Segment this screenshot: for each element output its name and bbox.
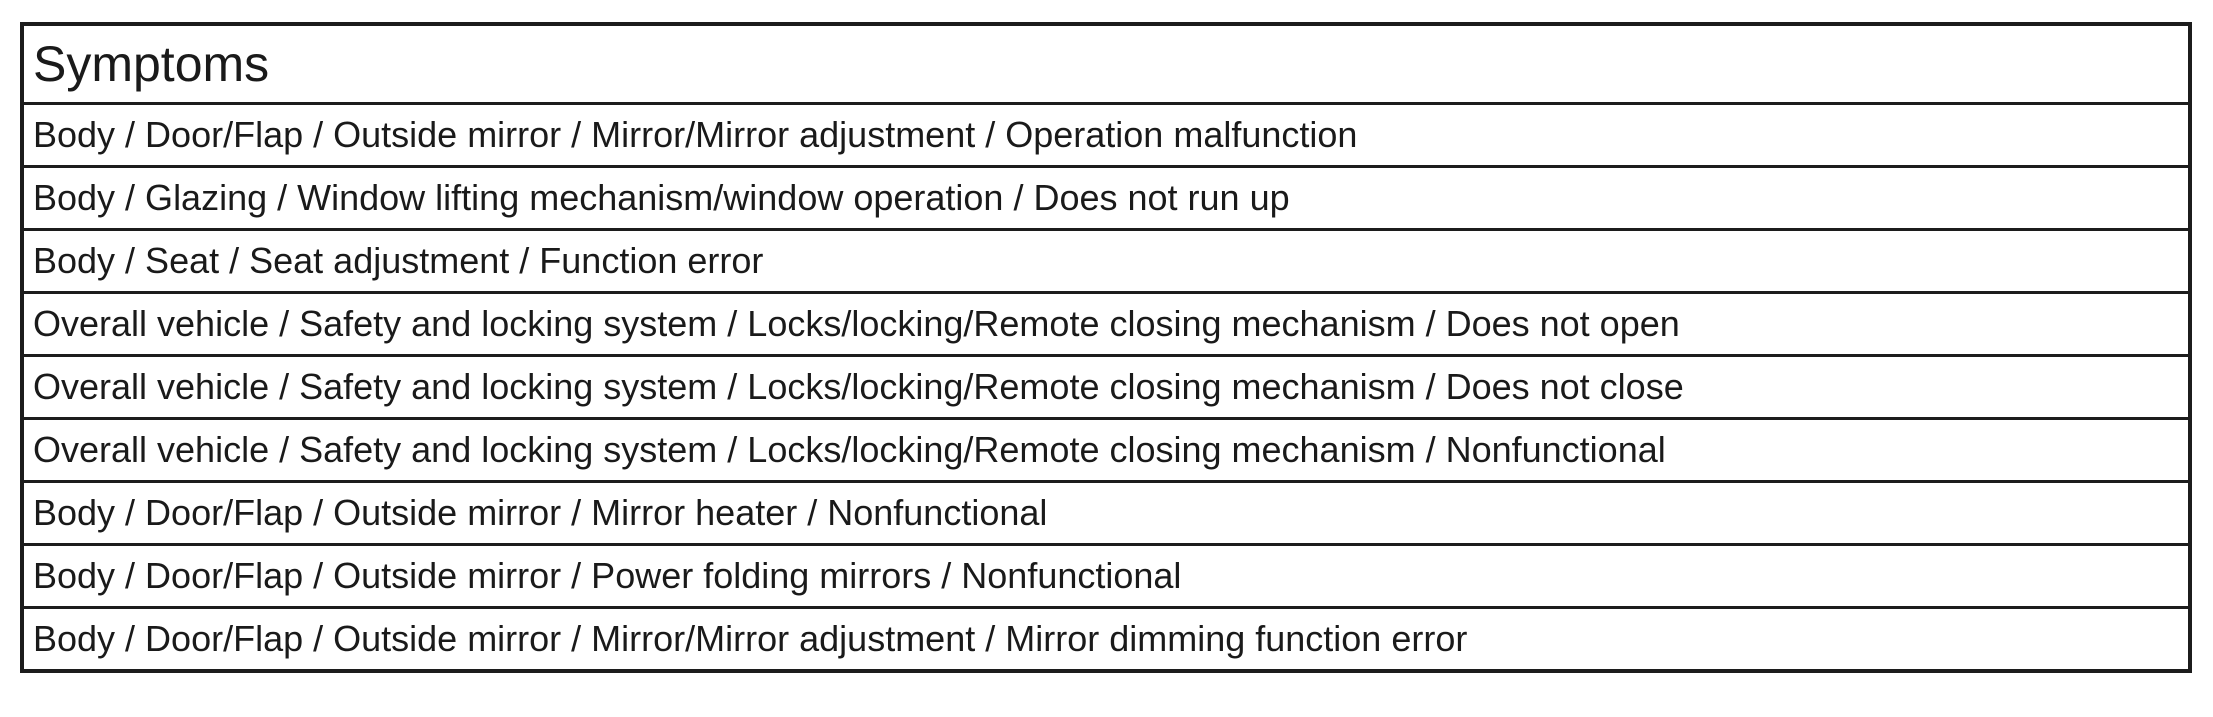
symptom-row: Body / Door/Flap / Outside mirror / Mirr… xyxy=(20,606,2192,673)
symptom-cell: Overall vehicle / Safety and locking sys… xyxy=(20,417,2192,483)
symptom-row: Body / Door/Flap / Outside mirror / Mirr… xyxy=(20,480,2192,546)
symptom-cell: Overall vehicle / Safety and locking sys… xyxy=(20,354,2192,420)
symptom-row: Body / Seat / Seat adjustment / Function… xyxy=(20,228,2192,294)
symptom-cell: Body / Door/Flap / Outside mirror / Mirr… xyxy=(20,480,2192,546)
symptoms-table-head: Symptoms xyxy=(20,22,2192,105)
symptom-cell: Body / Glazing / Window lifting mechanis… xyxy=(20,165,2192,231)
symptom-row: Body / Glazing / Window lifting mechanis… xyxy=(20,165,2192,231)
symptoms-table: Symptoms Body / Door/Flap / Outside mirr… xyxy=(20,22,2192,673)
symptom-cell: Body / Door/Flap / Outside mirror / Mirr… xyxy=(20,606,2192,673)
symptom-row: Overall vehicle / Safety and locking sys… xyxy=(20,291,2192,357)
symptoms-header-cell: Symptoms xyxy=(20,22,2192,105)
symptoms-header-row: Symptoms xyxy=(20,22,2192,105)
symptom-row: Body / Door/Flap / Outside mirror / Powe… xyxy=(20,543,2192,609)
symptom-cell: Body / Door/Flap / Outside mirror / Powe… xyxy=(20,543,2192,609)
symptoms-table-body: Body / Door/Flap / Outside mirror / Mirr… xyxy=(20,102,2192,673)
symptom-cell: Body / Door/Flap / Outside mirror / Mirr… xyxy=(20,102,2192,168)
symptom-cell: Overall vehicle / Safety and locking sys… xyxy=(20,291,2192,357)
symptom-row: Overall vehicle / Safety and locking sys… xyxy=(20,354,2192,420)
symptom-row: Overall vehicle / Safety and locking sys… xyxy=(20,417,2192,483)
symptom-row: Body / Door/Flap / Outside mirror / Mirr… xyxy=(20,102,2192,168)
symptom-cell: Body / Seat / Seat adjustment / Function… xyxy=(20,228,2192,294)
